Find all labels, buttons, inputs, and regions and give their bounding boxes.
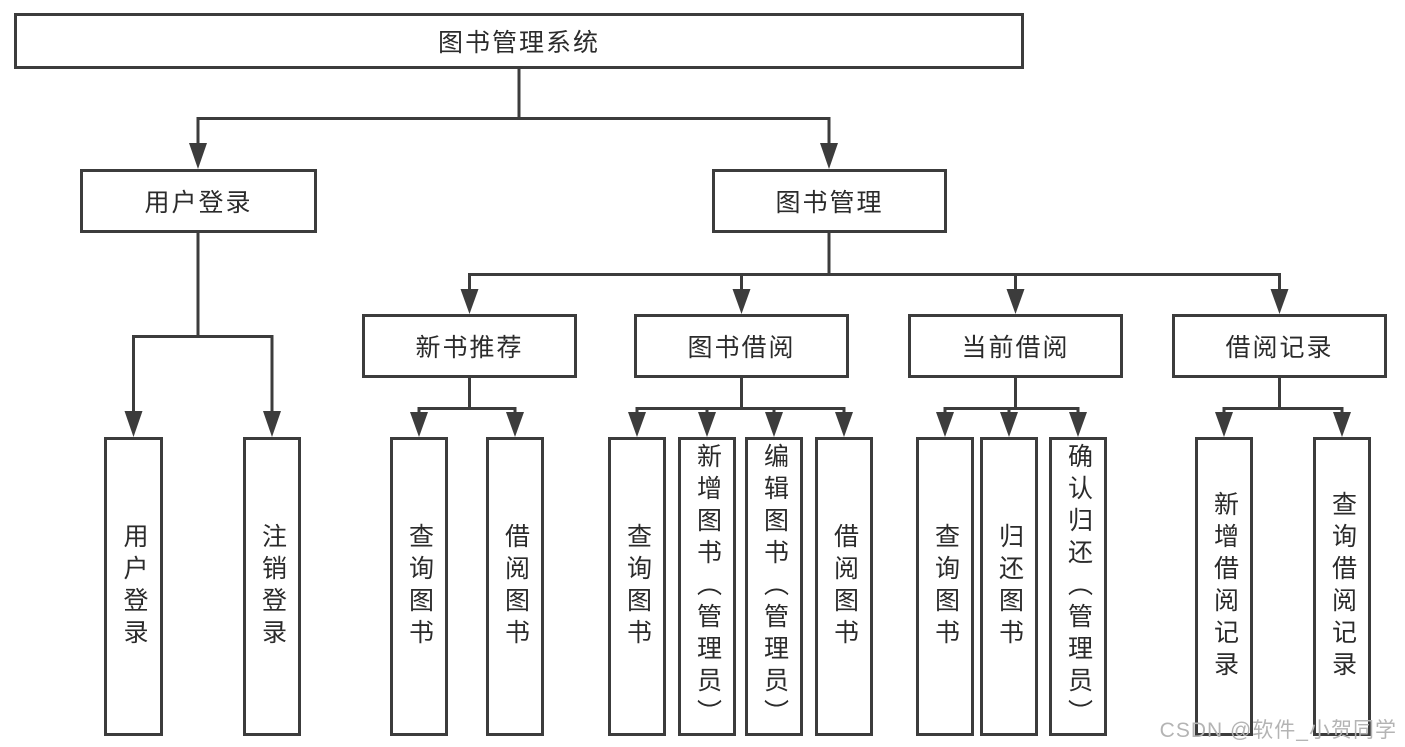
arrowhead-icon bbox=[124, 411, 143, 437]
arrowheads bbox=[124, 143, 1351, 437]
arrowhead-icon bbox=[835, 412, 853, 437]
node-root-system: 图书管理系统 bbox=[14, 13, 1024, 69]
arrowhead-icon bbox=[820, 143, 838, 169]
leaf-cb-return-book: 归还图书 bbox=[980, 437, 1038, 736]
node-label: 编辑图书（管理员） bbox=[760, 442, 789, 731]
node-label: 借阅图书 bbox=[501, 522, 530, 651]
node-label: 新增借阅记录 bbox=[1210, 490, 1239, 683]
arrowhead-icon bbox=[189, 143, 207, 169]
node-label: 图书借阅 bbox=[687, 334, 796, 362]
node-label: 归还图书 bbox=[995, 522, 1024, 651]
node-new-book-recommend: 新书推荐 bbox=[362, 314, 577, 378]
leaf-logout: 注销登录 bbox=[243, 437, 301, 736]
arrowhead-icon bbox=[628, 412, 646, 437]
leaf-nb-borrow-book: 借阅图书 bbox=[486, 437, 544, 736]
node-label: 查询图书 bbox=[623, 522, 652, 651]
arrowhead-icon bbox=[765, 412, 783, 437]
arrowhead-icon bbox=[506, 412, 524, 437]
node-label: 当前借阅 bbox=[961, 334, 1070, 362]
node-label: 借阅图书 bbox=[830, 522, 859, 651]
arrowhead-icon bbox=[1270, 289, 1289, 314]
leaf-cb-query-book: 查询图书 bbox=[916, 437, 974, 736]
arrowhead-icon bbox=[1006, 289, 1025, 314]
node-label: 用户登录 bbox=[144, 189, 253, 217]
node-label: 图书管理系统 bbox=[437, 29, 600, 57]
node-current-borrow: 当前借阅 bbox=[908, 314, 1123, 378]
arrowhead-icon bbox=[732, 289, 751, 314]
arrowhead-icon bbox=[460, 289, 479, 314]
node-label: 注销登录 bbox=[258, 522, 287, 651]
csdn-watermark: CSDN @软件_小贺同学 bbox=[1159, 719, 1397, 742]
node-label: 用户登录 bbox=[120, 522, 148, 651]
node-borrow-records: 借阅记录 bbox=[1172, 314, 1387, 378]
leaf-user-login: 用户登录 bbox=[104, 437, 163, 736]
leaf-bb-edit-book-admin: 编辑图书（管理员） bbox=[745, 437, 803, 736]
leaf-bb-query-book: 查询图书 bbox=[608, 437, 666, 736]
leaf-br-query-record: 查询借阅记录 bbox=[1313, 437, 1371, 736]
node-label: 查询借阅记录 bbox=[1328, 490, 1357, 683]
node-label: 图书管理 bbox=[775, 189, 884, 217]
node-label: 确认归还（管理员） bbox=[1064, 442, 1093, 731]
arrowhead-icon bbox=[1069, 412, 1087, 437]
node-label: 新书推荐 bbox=[415, 334, 524, 362]
arrowhead-icon bbox=[263, 411, 281, 437]
node-label: 查询图书 bbox=[931, 522, 960, 651]
arrowhead-icon bbox=[1000, 412, 1018, 437]
node-label: 借阅记录 bbox=[1225, 334, 1334, 362]
arrowhead-icon bbox=[698, 412, 716, 437]
node-user-login: 用户登录 bbox=[80, 169, 317, 233]
arrowhead-icon bbox=[410, 412, 428, 437]
node-book-borrow: 图书借阅 bbox=[634, 314, 849, 378]
leaf-cb-confirm-return-admin: 确认归还（管理员） bbox=[1049, 437, 1107, 736]
leaf-bb-add-book-admin: 新增图书（管理员） bbox=[678, 437, 736, 736]
arrowhead-icon bbox=[1333, 412, 1351, 437]
leaf-bb-borrow-book: 借阅图书 bbox=[815, 437, 873, 736]
node-label: 新增图书（管理员） bbox=[693, 442, 722, 731]
node-label: 查询图书 bbox=[405, 522, 434, 651]
leaf-br-add-record: 新增借阅记录 bbox=[1195, 437, 1253, 736]
arrowhead-icon bbox=[936, 412, 954, 437]
leaf-nb-query-book: 查询图书 bbox=[390, 437, 448, 736]
arrowhead-icon bbox=[1215, 412, 1233, 437]
node-book-management: 图书管理 bbox=[712, 169, 947, 233]
